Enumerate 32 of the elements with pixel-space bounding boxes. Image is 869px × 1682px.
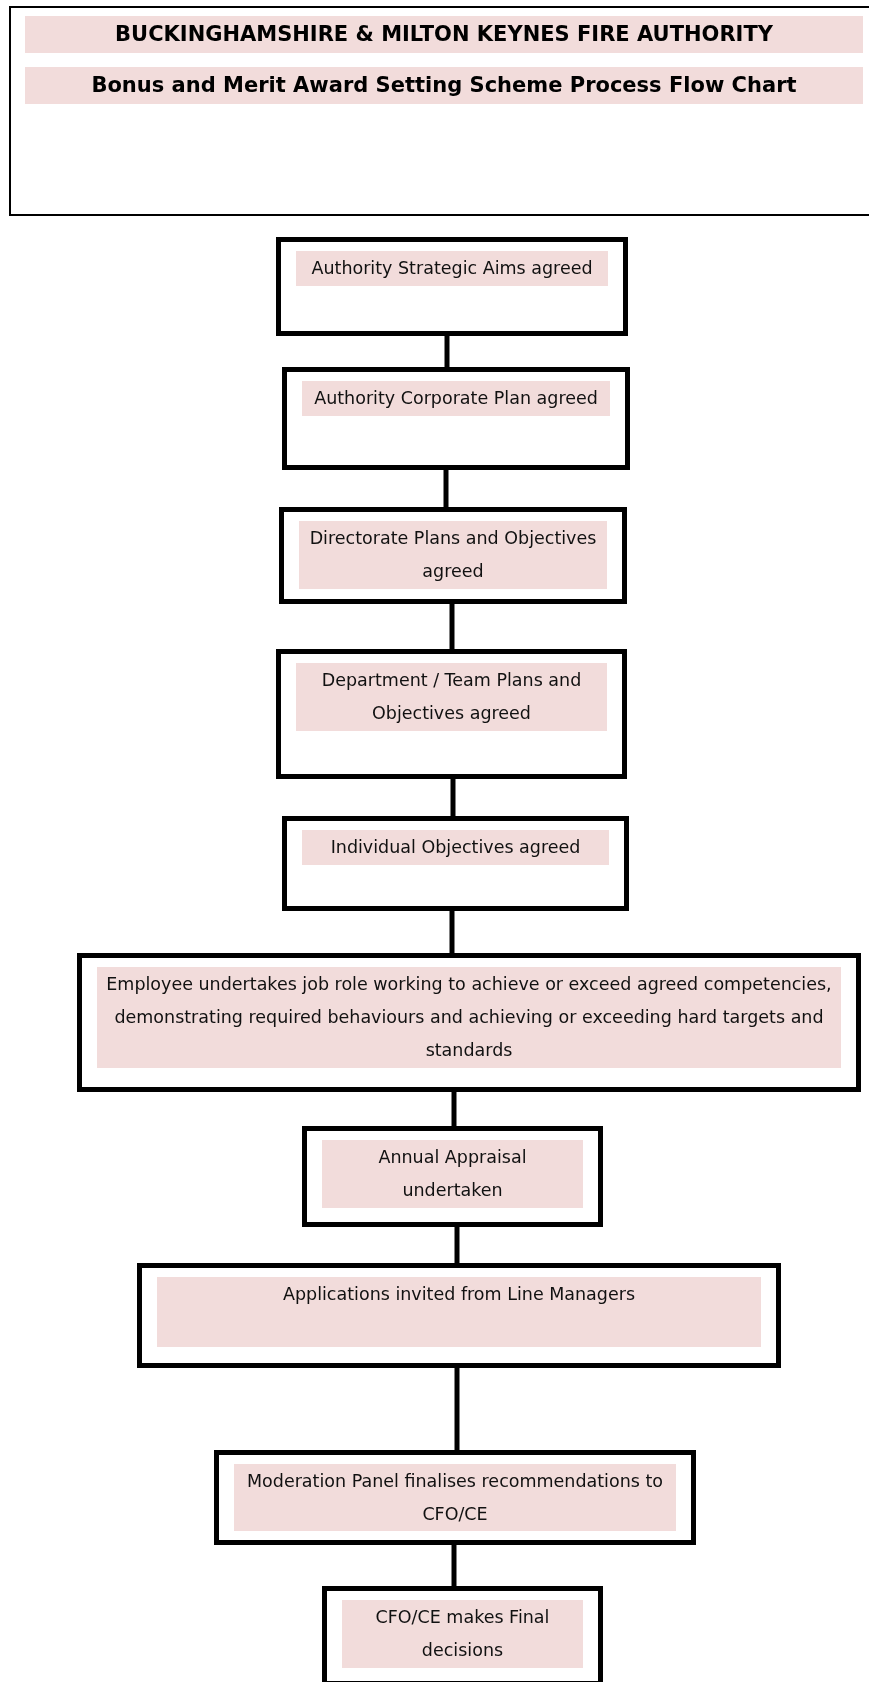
process-box <box>276 237 628 336</box>
process-box <box>279 507 627 604</box>
step-text: Annual Appraisal undertaken <box>322 1140 583 1208</box>
connector-line <box>450 779 456 816</box>
process-box <box>322 1586 603 1682</box>
header-title: BUCKINGHAMSHIRE & MILTON KEYNES FIRE AUTHORITY <box>25 16 863 53</box>
step-text: Department / Team Plans and Objectives agreed <box>296 663 607 731</box>
connector-line <box>449 604 455 649</box>
header-title: Bonus and Merit Award Setting Scheme Process Flow Chart <box>25 67 863 104</box>
step-text: Authority Corporate Plan agreed <box>302 381 610 416</box>
step-text: Directorate Plans and Objectives agreed <box>299 521 607 589</box>
connector-line <box>443 470 449 507</box>
process-box <box>77 953 861 1092</box>
step-text: Moderation Panel finalises recommendations to CFO/CE <box>234 1464 676 1531</box>
header-box <box>9 6 869 216</box>
connector-line <box>454 1368 460 1450</box>
process-box <box>282 816 629 911</box>
connector-line <box>451 1545 457 1586</box>
connector-line <box>451 1092 457 1126</box>
step-text: Authority Strategic Aims agreed <box>296 251 608 286</box>
connector-line <box>444 336 450 367</box>
step-text: Applications invited from Line Managers <box>157 1277 761 1347</box>
step-text: CFO/CE makes Final decisions <box>342 1600 583 1668</box>
process-box <box>302 1126 603 1227</box>
process-box <box>276 649 627 779</box>
process-box <box>214 1450 696 1545</box>
step-text: Individual Objectives agreed <box>302 830 609 865</box>
connector-line <box>454 1227 460 1263</box>
process-box <box>137 1263 781 1368</box>
process-box <box>282 367 630 470</box>
step-text: Employee undertakes job role working to achieve or exceed agreed competencies, demonstrating required behaviours and achieving or exceeding hard targets and standards <box>97 967 841 1068</box>
connector-line <box>449 911 455 953</box>
